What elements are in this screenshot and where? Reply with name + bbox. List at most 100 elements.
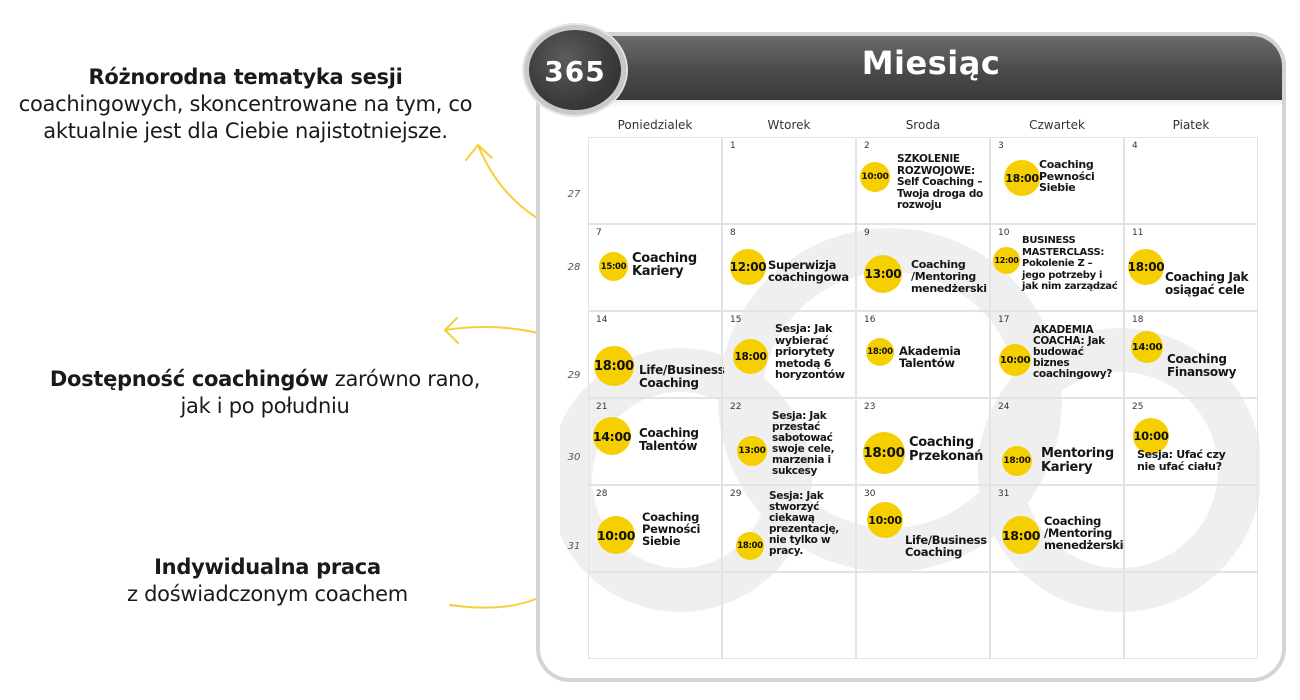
event-title[interactable]: Coaching Pewności Siebie bbox=[642, 510, 701, 548]
event-title[interactable]: Sesja: Jak wybierać priorytety metodą 6 … bbox=[775, 322, 845, 381]
event-time-badge[interactable]: 12:00 bbox=[993, 247, 1020, 274]
week-number: 28 bbox=[567, 262, 581, 273]
event-time-badge[interactable]: 18:00 bbox=[1004, 160, 1040, 196]
day-cell[interactable]: 2 10:00 SZKOLENIE ROZWOJOWE: Self Coachi… bbox=[856, 137, 990, 224]
event-time-badge[interactable]: 14:00 bbox=[1131, 331, 1163, 363]
event-title[interactable]: Superwizja coachingowa bbox=[768, 258, 849, 284]
day-header-wednesday: Sroda bbox=[905, 118, 941, 132]
event-title[interactable]: Sesja: Ufać czy nie ufać ciału? bbox=[1137, 448, 1226, 473]
event-time-badge[interactable]: 15:00 bbox=[599, 252, 628, 281]
day-cell-empty[interactable] bbox=[856, 572, 990, 659]
day-cell-empty[interactable] bbox=[990, 572, 1124, 659]
annotation-topics-bold: Różnorodna tematyka sesji bbox=[88, 65, 403, 89]
annotation-individual-bold: Indywidualna praca bbox=[154, 555, 381, 579]
day-cell[interactable] bbox=[1124, 485, 1258, 572]
day-cell[interactable]: 29 18:00 Sesja: Jak stworzyć ciekawą pre… bbox=[722, 485, 856, 572]
event-time-badge[interactable]: 10:00 bbox=[860, 162, 890, 192]
event-title[interactable]: Coaching /Mentoring menedżerski bbox=[911, 258, 987, 295]
day-cell[interactable]: 23 18:00 Coaching Przekonań bbox=[856, 398, 990, 485]
cell-date: 10 bbox=[998, 228, 1010, 238]
day-cell[interactable]: 28 10:00 Coaching Pewności Siebie bbox=[588, 485, 722, 572]
event-title[interactable]: Life/Business Coaching bbox=[639, 363, 725, 390]
event-title[interactable]: Coaching Przekonań bbox=[909, 435, 984, 464]
day-cell[interactable]: 14 18:00 Life/Business Coaching bbox=[588, 311, 725, 398]
event-title[interactable]: Akademia Talentów bbox=[899, 344, 961, 370]
event-title[interactable]: Coaching Jak osiągać cele bbox=[1165, 270, 1249, 297]
event-time-badge[interactable]: 10:00 bbox=[999, 344, 1031, 376]
day-cell[interactable]: 16 18:00 Akademia Talentów bbox=[856, 311, 990, 398]
event-time-badge[interactable]: 18:00 bbox=[1002, 516, 1040, 554]
event-title[interactable]: Coaching Pewności Siebie bbox=[1039, 158, 1095, 194]
day-cell[interactable]: 25 10:00 Sesja: Ufać czy nie ufać ciału? bbox=[1124, 398, 1258, 485]
day-headers: Poniedzialek Wtorek Sroda Czwartek Piate… bbox=[588, 118, 1258, 136]
annotation-availability-text: zarówno rano, jak i po południu bbox=[180, 367, 481, 418]
event-time-badge[interactable]: 10:00 bbox=[1133, 418, 1169, 454]
annotation-availability-bold: Dostępność coachingów bbox=[49, 367, 329, 391]
event-time-badge[interactable]: 18:00 bbox=[736, 532, 764, 560]
annotation-topics: Różnorodna tematyka sesji coachingowych,… bbox=[18, 64, 473, 145]
event-title[interactable]: Sesja: Jak przestać sabotować swoje cele… bbox=[772, 410, 835, 477]
event-time-badge[interactable]: 12:00 bbox=[730, 249, 767, 285]
event-time-badge[interactable]: 18:00 bbox=[1128, 249, 1165, 285]
day-header-friday: Piatek bbox=[1172, 118, 1210, 132]
day-cell[interactable] bbox=[588, 137, 722, 224]
cell-date: 18 bbox=[1132, 315, 1144, 325]
day-cell[interactable]: 15 18:00 Sesja: Jak wybierać priorytety … bbox=[722, 311, 856, 398]
day-cell[interactable]: 7 15:00 Coaching Kariery bbox=[588, 224, 722, 311]
cell-date: 14 bbox=[596, 315, 608, 325]
week-number: 30 bbox=[567, 452, 581, 463]
event-title[interactable]: Coaching Talentów bbox=[639, 426, 699, 453]
event-title[interactable]: AKADEMIA COACHA: Jak budować biznes coac… bbox=[1033, 324, 1113, 380]
day-cell[interactable]: 8 12:00 Superwizja coachingowa bbox=[722, 224, 856, 311]
event-title[interactable]: Coaching /Mentoring menedżerski bbox=[1044, 514, 1124, 552]
cell-date: 28 bbox=[596, 489, 608, 499]
day-header-tuesday: Wtorek bbox=[767, 118, 811, 132]
day-header-thursday: Czwartek bbox=[1029, 118, 1085, 132]
event-time-badge[interactable]: 18:00 bbox=[594, 346, 634, 386]
event-title[interactable]: SZKOLENIE ROZWOJOWE: Self Coaching – Two… bbox=[897, 153, 983, 211]
header-divider bbox=[540, 100, 1282, 108]
day-cell-empty[interactable] bbox=[1124, 572, 1258, 659]
event-title[interactable]: Coaching Finansowy bbox=[1167, 352, 1237, 379]
day-cell[interactable]: 11 18:00 Coaching Jak osiągać cele bbox=[1124, 224, 1258, 311]
event-time-badge[interactable]: 18:00 bbox=[866, 338, 894, 366]
day-cell[interactable]: 22 13:00 Sesja: Jak przestać sabotować s… bbox=[722, 398, 856, 485]
cell-date: 11 bbox=[1132, 228, 1144, 238]
day-cell[interactable]: 17 10:00 AKADEMIA COACHA: Jak budować bi… bbox=[990, 311, 1124, 398]
cell-date: 29 bbox=[730, 489, 742, 499]
day-cell[interactable]: 30 10:00 Life/Business Coaching bbox=[856, 485, 990, 572]
event-time-badge[interactable]: 10:00 bbox=[867, 502, 903, 538]
cell-date: 2 bbox=[864, 141, 870, 151]
annotation-availability: Dostępność coachingów zarówno rano, jak … bbox=[40, 366, 490, 420]
day-cell[interactable]: 21 14:00 Coaching Talentów bbox=[588, 398, 722, 485]
cell-date: 15 bbox=[730, 315, 742, 325]
day-cell[interactable]: 10 12:00 BUSINESS MASTERCLASS: Pokolenie… bbox=[990, 224, 1124, 311]
event-time-badge[interactable]: 18:00 bbox=[733, 339, 768, 374]
day-cell[interactable]: 31 18:00 Coaching /Mentoring menedżerski bbox=[990, 485, 1124, 572]
event-title[interactable]: Mentoring Kariery bbox=[1041, 446, 1114, 475]
event-time-badge[interactable]: 10:00 bbox=[597, 516, 635, 554]
event-title[interactable]: Life/Business Coaching bbox=[905, 533, 987, 559]
event-time-badge[interactable]: 13:00 bbox=[737, 436, 767, 466]
event-time-badge[interactable]: 13:00 bbox=[864, 255, 902, 293]
day-cell[interactable]: 3 18:00 Coaching Pewności Siebie bbox=[990, 137, 1124, 224]
calendar-card: Miesiąc bbox=[536, 32, 1286, 682]
day-cell[interactable]: 4 bbox=[1124, 137, 1258, 224]
annotation-topics-text: coachingowych, skoncentrowane na tym, co… bbox=[18, 92, 473, 143]
day-cell[interactable]: 18 14:00 Coaching Finansowy bbox=[1124, 311, 1258, 398]
day-cell[interactable]: 24 18:00 Mentoring Kariery bbox=[990, 398, 1124, 485]
event-time-badge[interactable]: 18:00 bbox=[863, 432, 905, 474]
day-header-monday: Poniedzialek bbox=[617, 118, 693, 132]
event-time-badge[interactable]: 18:00 bbox=[1002, 446, 1032, 476]
day-cell-empty[interactable] bbox=[588, 572, 722, 659]
cell-date: 7 bbox=[596, 228, 602, 238]
event-title[interactable]: Sesja: Jak stworzyć ciekawą prezentację,… bbox=[769, 490, 839, 557]
event-title[interactable]: BUSINESS MASTERCLASS: Pokolenie Z – jego… bbox=[1022, 235, 1118, 292]
event-time-badge[interactable]: 14:00 bbox=[593, 417, 631, 455]
event-title[interactable]: Coaching Kariery bbox=[632, 251, 697, 279]
cell-date: 25 bbox=[1132, 402, 1144, 412]
day-cell[interactable]: 9 13:00 Coaching /Mentoring menedżerski bbox=[856, 224, 990, 311]
badge-365: 365 bbox=[524, 25, 626, 115]
day-cell-empty[interactable] bbox=[722, 572, 856, 659]
day-cell[interactable]: 1 bbox=[722, 137, 856, 224]
